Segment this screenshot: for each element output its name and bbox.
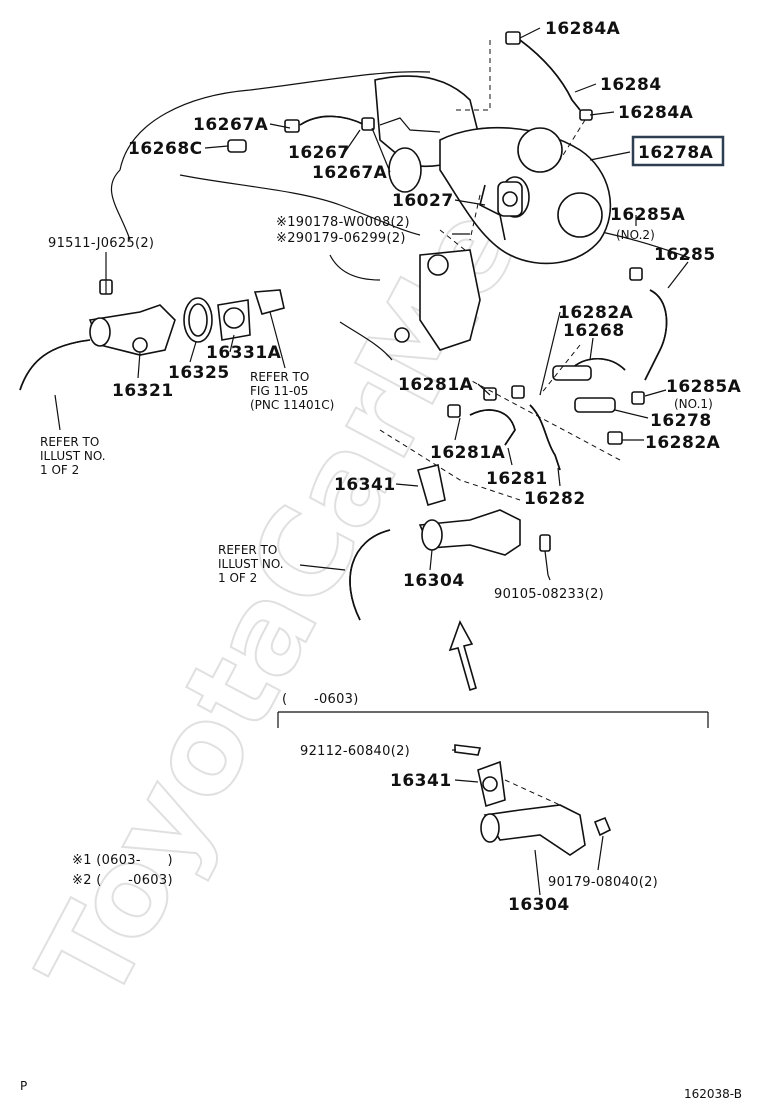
ref-illust-a-line1: REFER TO — [40, 435, 99, 449]
range-label-0603: ( -0603) — [282, 692, 359, 707]
pipe-16027 — [469, 181, 523, 241]
ref-illust-b-line3: 1 OF 2 — [218, 571, 257, 585]
label-16321[interactable]: 16321 — [112, 381, 174, 401]
direction-arrow — [448, 620, 477, 692]
hose-16281-16282 — [447, 385, 561, 471]
label-16281A-b[interactable]: 16281A — [430, 443, 506, 463]
highlight-box-16278A — [631, 135, 725, 167]
label-16285A-top[interactable]: 16285A — [610, 205, 686, 225]
label-16268C[interactable]: 16268C — [128, 139, 203, 159]
figure-id: 162038-B — [684, 1087, 742, 1101]
hose-16268 — [552, 358, 626, 381]
label-92112[interactable]: 92112-60840(2) — [300, 744, 410, 759]
label-16282A-top[interactable]: 16282A — [558, 303, 634, 323]
label-16285A-no2: (NO.2) — [616, 228, 655, 242]
label-290179[interactable]: ※290179-06299(2) — [276, 231, 406, 246]
label-16268[interactable]: 16268 — [563, 321, 625, 341]
label-16285[interactable]: 16285 — [654, 245, 716, 265]
label-16282[interactable]: 16282 — [524, 489, 586, 509]
label-16282A-bot[interactable]: 16282A — [645, 433, 721, 453]
label-16304-bottom[interactable]: 16304 — [508, 895, 570, 915]
label-16285A-no1[interactable]: 16285A — [666, 377, 742, 397]
label-90179[interactable]: 90179-08040(2) — [548, 875, 658, 890]
label-16325[interactable]: 16325 — [168, 363, 230, 383]
pipe-16304-bottom — [454, 744, 612, 856]
label-190178[interactable]: ※190178-W0008(2) — [276, 215, 410, 230]
thermostat-assembly — [19, 265, 285, 391]
ref-illust-b-line1: REFER TO — [218, 543, 277, 557]
label-16267A-a[interactable]: 16267A — [193, 115, 269, 135]
leader-lines — [54, 27, 689, 896]
label-16278[interactable]: 16278 — [650, 411, 712, 431]
note-2: ※2 ( -0603) — [72, 873, 173, 888]
ref-illust-a-line2: ILLUST NO. — [40, 449, 106, 463]
ref-illust-b-line2: ILLUST NO. — [218, 557, 284, 571]
turbocharger — [374, 75, 612, 351]
label-16267A-b[interactable]: 16267A — [312, 163, 388, 183]
label-16278A[interactable]: 16278A — [638, 143, 714, 163]
hose-16267 — [227, 115, 441, 153]
label-16281A-a[interactable]: 16281A — [398, 375, 474, 395]
corner-mark: P — [20, 1079, 27, 1093]
part-labels: 16284A 16284 16284A 16278A 16267A 16268C… — [20, 19, 742, 1101]
label-16284A-top[interactable]: 16284A — [545, 19, 621, 39]
ref-fig-line1: REFER TO — [250, 370, 309, 384]
label-16341-bottom[interactable]: 16341 — [390, 771, 452, 791]
label-16284A-mid[interactable]: 16284A — [618, 103, 694, 123]
ref-illust-a-line3: 1 OF 2 — [40, 463, 79, 477]
label-16341-top[interactable]: 16341 — [334, 475, 396, 495]
label-16267[interactable]: 16267 — [288, 143, 350, 163]
ref-fig-line2: FIG 11-05 — [250, 384, 308, 398]
label-16281[interactable]: 16281 — [486, 469, 548, 489]
label-16331A[interactable]: 16331A — [206, 343, 282, 363]
label-90105[interactable]: 90105-08233(2) — [494, 587, 604, 602]
hose-16284 — [505, 31, 593, 121]
label-91511[interactable]: 91511-J0625(2) — [48, 236, 154, 251]
note-1: ※1 (0603- ) — [72, 853, 173, 868]
label-16304-top[interactable]: 16304 — [403, 571, 465, 591]
range-bracket — [277, 711, 709, 728]
hose-16285 — [629, 267, 668, 405]
ref-fig-line3: (PNC 11401C) — [250, 398, 334, 412]
engine-outline — [110, 71, 691, 361]
label-no1: (NO.1) — [674, 397, 713, 411]
label-16027[interactable]: 16027 — [392, 191, 454, 211]
hose-16278 — [574, 397, 623, 445]
label-16284[interactable]: 16284 — [600, 75, 662, 95]
